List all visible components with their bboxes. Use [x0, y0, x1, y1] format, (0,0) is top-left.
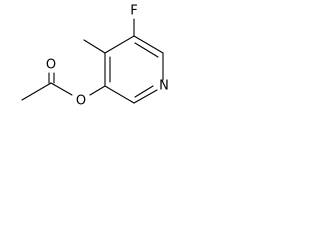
atom-label-nitrogen: N: [159, 79, 169, 94]
bond-ring-c6-c5: [133, 35, 164, 54]
chemical-structure: F N O O: [21, 4, 169, 109]
bond-ester-oxygen-carbonyl-carbon: [50, 82, 73, 96]
bond-ring-c2-n-inner: [134, 85, 154, 98]
bond-ring-c6-c5-inner: [134, 42, 159, 58]
bond-c3-ester-oxygen: [89, 85, 106, 96]
bond-c4-methyl: [83, 39, 106, 54]
bond-carbonyl-carbon-methyl: [21, 82, 52, 101]
atom-label-fluorine: F: [130, 4, 137, 19]
bond-ring-c5-c4: [104, 35, 135, 54]
atom-label-carbonyl-oxygen: O: [46, 58, 56, 73]
bond-ring-c2-n: [133, 89, 158, 104]
atom-label-ester-oxygen: O: [76, 94, 86, 109]
bond-ring-c3-c2: [104, 85, 135, 104]
